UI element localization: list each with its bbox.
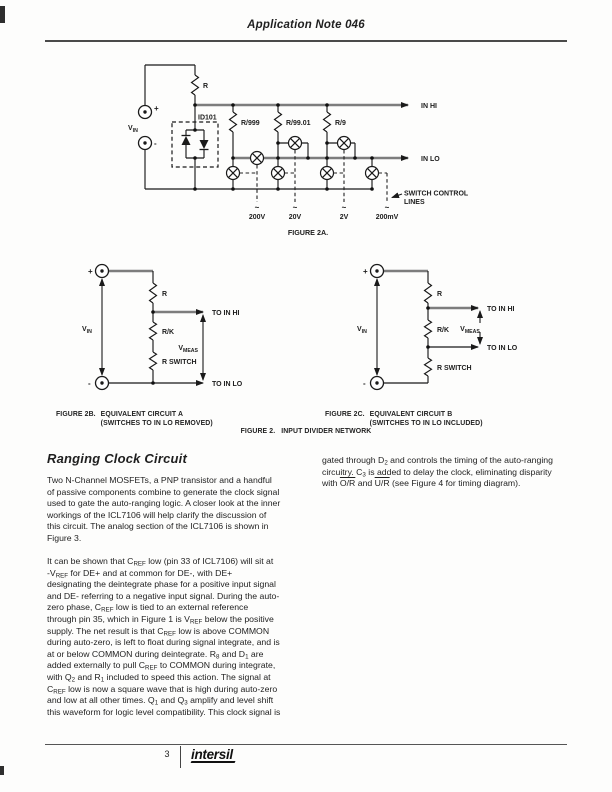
switch-control-label-1: SWITCH CONTROL bbox=[404, 191, 469, 198]
resistor-r99-01 bbox=[273, 111, 283, 133]
range-200mv: 200mV bbox=[376, 214, 399, 221]
section-heading: Ranging Clock Circuit bbox=[47, 451, 187, 466]
wires bbox=[384, 271, 429, 384]
vin-label: VIN bbox=[128, 125, 138, 134]
figure-2c-caption: FIGURE 2C. EQUIVALENT CIRCUIT B (SWITCHE… bbox=[325, 410, 483, 428]
to-in-hi-label: TO IN HI bbox=[212, 310, 240, 317]
id101-box bbox=[171, 121, 219, 168]
figure-2-caption-title: INPUT DIVIDER NETWORK bbox=[281, 428, 372, 435]
range-200v: 200V bbox=[249, 214, 266, 221]
vin-label: VIN bbox=[357, 326, 367, 335]
rk-label: R/K bbox=[162, 329, 174, 336]
body-paragraph-1: Two N-Channel MOSFETs, a PNP transistor … bbox=[47, 475, 281, 543]
footer-rule bbox=[45, 744, 567, 746]
range-2v: 2V bbox=[340, 214, 349, 221]
rswitch-label: R SWITCH bbox=[437, 365, 472, 372]
junction-dots bbox=[193, 103, 374, 191]
resistor-r9 bbox=[322, 111, 332, 133]
figure-2b-schematic: + - VIN R R/K R SWITCH TO IN HI TO IN LO… bbox=[82, 263, 243, 391]
range-20v: 20V bbox=[289, 214, 302, 221]
resistor-r bbox=[423, 282, 433, 304]
figure-2c-caption-subtitle: (SWITCHES TO IN LO INCLUDED) bbox=[369, 420, 483, 427]
tilde-200mv: ~ bbox=[385, 203, 390, 212]
intersil-logo-swoosh bbox=[190, 761, 236, 764]
vmeas-label: VMEAS bbox=[178, 345, 198, 354]
header-rule bbox=[45, 40, 567, 42]
page-number: 3 bbox=[164, 749, 170, 759]
figure-2b-caption-subtitle: (SWITCHES TO IN LO REMOVED) bbox=[100, 420, 213, 427]
figure-2b-caption: FIGURE 2B. EQUIVALENT CIRCUIT A (SWITCHE… bbox=[56, 410, 213, 428]
plus-sign: + bbox=[363, 267, 368, 276]
figure-2c-caption-number: FIGURE 2C. bbox=[325, 411, 365, 418]
junction-dots bbox=[426, 306, 430, 349]
figure-2c-caption-title: EQUIVALENT CIRCUIT B bbox=[369, 411, 453, 418]
figure-2b-caption-number: FIGURE 2B. bbox=[56, 411, 96, 418]
resistor-rswitch bbox=[148, 351, 158, 371]
switch-control-label-2: LINES bbox=[404, 199, 425, 206]
r-label: R bbox=[437, 291, 442, 298]
minus-sign: - bbox=[154, 139, 157, 148]
to-in-lo-label: TO IN LO bbox=[212, 381, 243, 388]
figure-2a-caption: FIGURE 2A. bbox=[288, 228, 328, 237]
r-label: R bbox=[203, 83, 208, 90]
junction-dots bbox=[151, 310, 155, 385]
vin-plus-terminal bbox=[94, 263, 110, 279]
scan-mark-bottom bbox=[0, 766, 4, 775]
vin-plus-terminal bbox=[137, 104, 153, 120]
rk-label: R/K bbox=[437, 327, 449, 334]
body-paragraph-3: gated through D2 and controls the timing… bbox=[322, 455, 553, 489]
vin-plus-terminal bbox=[369, 263, 385, 279]
plus-sign: + bbox=[88, 267, 93, 276]
diode-up bbox=[181, 136, 191, 145]
vin-minus-terminal bbox=[137, 135, 153, 151]
to-in-lo-label: TO IN LO bbox=[487, 345, 518, 352]
figure-2-caption: FIGURE 2. INPUT DIVIDER NETWORK bbox=[0, 428, 612, 435]
plus-sign: + bbox=[154, 104, 159, 113]
in-lo-label: IN LO bbox=[421, 156, 440, 163]
minus-sign: - bbox=[363, 379, 366, 388]
vin-label: VIN bbox=[82, 326, 92, 335]
switch-control-dashed-lines bbox=[239, 150, 388, 202]
footer-divider bbox=[180, 746, 182, 768]
figure-2-caption-number: FIGURE 2. bbox=[240, 428, 276, 435]
resistor-rk bbox=[148, 321, 158, 341]
tilde-200v: ~ bbox=[255, 203, 260, 212]
r-label: R bbox=[162, 291, 167, 298]
figure-2b-caption-title: EQUIVALENT CIRCUIT A bbox=[100, 411, 184, 418]
r9-label: R/9 bbox=[335, 120, 346, 127]
vmeas-label: VMEAS bbox=[460, 326, 480, 335]
vin-minus-terminal bbox=[369, 375, 385, 391]
vin-minus-terminal bbox=[94, 375, 110, 391]
diode-down bbox=[199, 140, 209, 149]
r999-label: R/999 bbox=[241, 120, 260, 127]
body-paragraph-2: It can be shown that CREF low (pin 33 of… bbox=[47, 556, 281, 717]
intersil-logo: intersil bbox=[191, 747, 233, 762]
page-title: Application Note 046 bbox=[247, 19, 365, 31]
in-hi-label: IN HI bbox=[421, 103, 437, 110]
resistor-rswitch bbox=[423, 357, 433, 377]
minus-sign: - bbox=[88, 379, 91, 388]
figure-2a-schematic: + - VIN R ID101 R/999 R/99.01 R/9 IN HI … bbox=[128, 64, 469, 237]
tilde-2v: ~ bbox=[342, 203, 347, 212]
tilde-20v: ~ bbox=[293, 203, 298, 212]
resistor-r bbox=[148, 282, 158, 304]
switch-control-arrow bbox=[391, 192, 403, 199]
rswitch-label: R SWITCH bbox=[162, 359, 197, 366]
r99-01-label: R/99.01 bbox=[286, 120, 311, 127]
to-in-hi-label: TO IN HI bbox=[487, 306, 515, 313]
scan-mark-top bbox=[0, 6, 5, 23]
resistor-r bbox=[190, 74, 200, 96]
id101-label: ID101 bbox=[198, 115, 217, 122]
wires bbox=[144, 64, 373, 190]
switch-symbols bbox=[225, 135, 380, 181]
figure-2c-schematic: + - VIN R R/K R SWITCH TO IN HI TO IN LO… bbox=[357, 263, 518, 391]
resistor-rk bbox=[423, 319, 433, 339]
resistor-r999 bbox=[228, 111, 238, 133]
